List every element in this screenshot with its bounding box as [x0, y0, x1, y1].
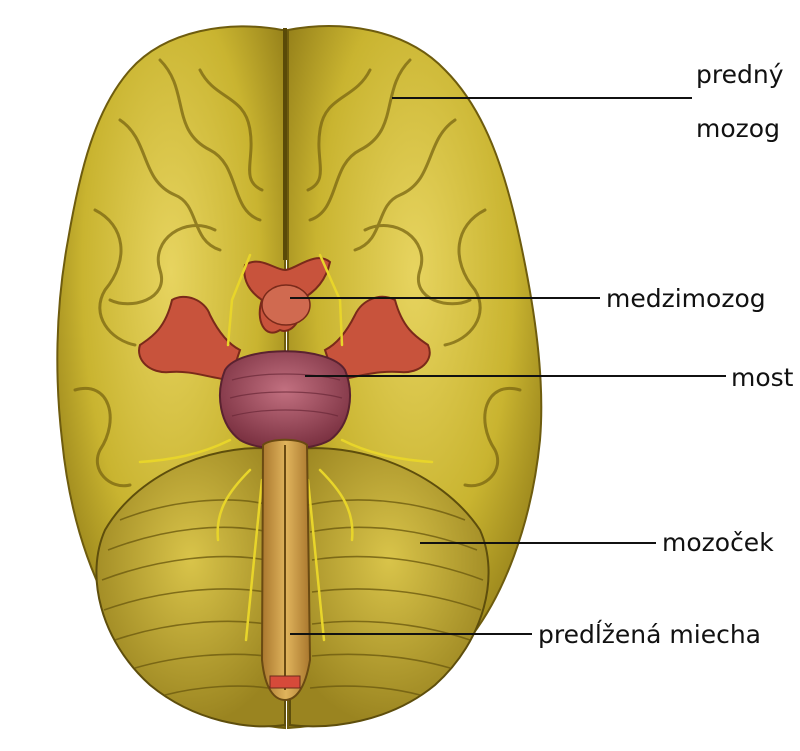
cerebellar-folia: [101, 499, 484, 696]
label-forebrain-line2: mozog: [696, 114, 780, 143]
cerebellum-right-lobe: [289, 447, 490, 728]
cerebellum: [95, 447, 490, 728]
diencephalon: [138, 257, 431, 382]
gyri-contours: [73, 58, 522, 488]
label-medulla: predĺžená miecha: [538, 620, 761, 649]
cerebellum-left-lobe: [95, 447, 286, 728]
label-forebrain-line1: predný: [696, 60, 784, 89]
pons-fibers: [229, 373, 343, 417]
label-pons: most: [731, 363, 794, 392]
leader-lines: [290, 97, 726, 635]
mammillary-body: [261, 284, 311, 326]
label-diencephalon: medzimozog: [606, 284, 766, 313]
medulla-cut-end: [269, 675, 301, 689]
pons: [219, 350, 351, 450]
label-cerebellum: mozoček: [662, 528, 774, 557]
cranial-nerves: [138, 253, 434, 642]
left-temporal-vessel: [138, 295, 242, 382]
